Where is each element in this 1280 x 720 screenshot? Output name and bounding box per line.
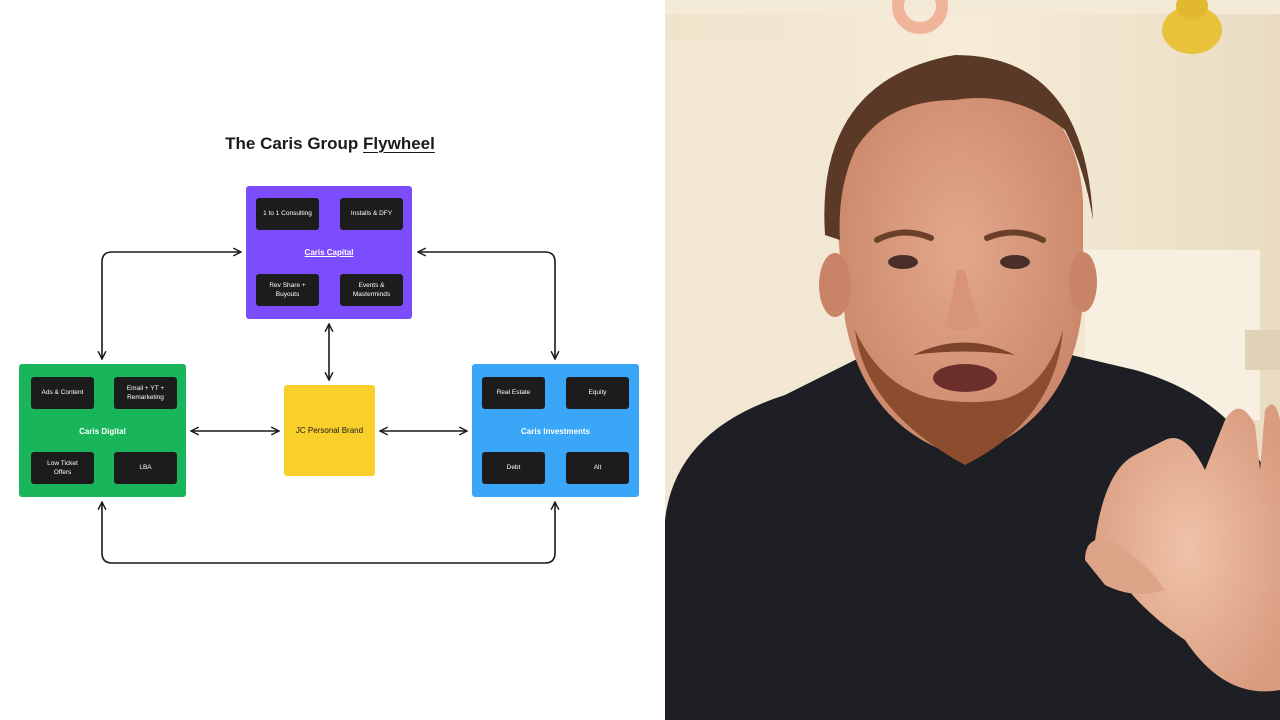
- capital-item-consulting: 1 to 1 Consulting: [256, 198, 319, 230]
- background-stripe: [1245, 330, 1280, 370]
- presenter-eye-right: [1000, 255, 1030, 269]
- arrow-digital-investments: [97, 501, 560, 564]
- caris-investments-label: Caris Investments: [521, 427, 590, 436]
- diagram-panel: The Caris Group Flywheel 1 to 1 Consulti…: [0, 134, 660, 564]
- presenter-shirt: [665, 346, 1280, 720]
- caris-digital-box: Ads & Content Email + YT + Remarketing C…: [19, 364, 186, 497]
- capital-item-events: Events & Masterminds: [340, 274, 403, 306]
- caris-capital-label: Caris Capital: [304, 248, 354, 257]
- digital-item-email: Email + YT + Remarketing: [114, 377, 177, 409]
- presenter-hand: [1095, 404, 1280, 692]
- digital-item-low-ticket: Low Ticket Offers: [31, 452, 94, 484]
- decor-ring: [892, 0, 948, 34]
- diagram-title: The Caris Group Flywheel: [0, 134, 660, 154]
- presenter-thumb: [1085, 539, 1165, 594]
- digital-item-ads: Ads & Content: [31, 377, 94, 409]
- investments-item-alt: Alt: [566, 452, 629, 484]
- presenter-ear-right: [1069, 252, 1097, 312]
- presenter-eye-left: [888, 255, 918, 269]
- background-shelf: [665, 0, 1280, 14]
- presenter-hair: [824, 55, 1093, 240]
- capital-item-rev-share: Rev Share + Buyouts: [256, 274, 319, 306]
- decor-vase-top: [1176, 0, 1208, 20]
- presenter-beard: [855, 330, 1063, 465]
- investments-item-debt: Debt: [482, 452, 545, 484]
- caris-capital-box: 1 to 1 Consulting Installs & DFY Caris C…: [246, 186, 412, 319]
- investments-item-equity: Equity: [566, 377, 629, 409]
- jc-personal-brand-box: JC Personal Brand: [284, 385, 375, 476]
- presenter-mustache: [913, 342, 1015, 355]
- decor-vase: [1162, 6, 1222, 54]
- digital-item-lba: LBA: [114, 452, 177, 484]
- arrow-capital-digital: [97, 247, 242, 360]
- connector-arrows: [97, 247, 560, 564]
- webcam-video-panel: [665, 0, 1280, 720]
- presenter-video-frame: [665, 0, 1280, 720]
- capital-item-installs: Installs & DFY: [340, 198, 403, 230]
- caris-investments-box: Real Estate Equity Caris Investments Deb…: [472, 364, 639, 497]
- presenter-brow-right: [984, 229, 1046, 243]
- investments-item-real-estate: Real Estate: [482, 377, 545, 409]
- presenter-brow-left: [874, 229, 934, 243]
- jc-personal-brand-label: JC Personal Brand: [295, 426, 364, 435]
- presenter-ear-left: [819, 253, 851, 317]
- presenter-mouth: [933, 364, 997, 392]
- presenter-face: [835, 75, 1083, 458]
- title-main: The Caris Group: [225, 134, 364, 153]
- arrow-capital-investments: [417, 247, 560, 360]
- caris-digital-label: Caris Digital: [79, 427, 126, 436]
- title-accent: Flywheel: [363, 134, 435, 153]
- presenter-nose: [943, 270, 980, 330]
